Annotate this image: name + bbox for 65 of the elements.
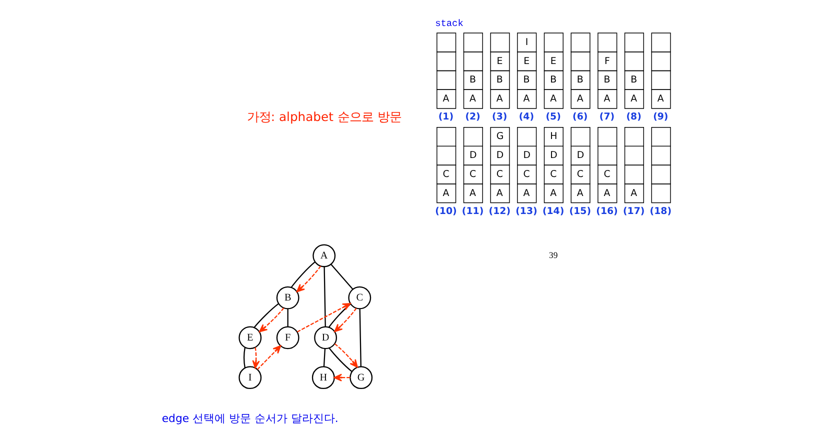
label: (5)	[545, 112, 560, 123]
label: A	[603, 188, 610, 199]
label: A	[496, 94, 502, 105]
label: H	[550, 131, 557, 142]
label: A	[550, 188, 556, 199]
label: (4)	[518, 112, 534, 123]
label: C	[550, 168, 556, 180]
label: A	[603, 94, 610, 105]
label: A	[442, 188, 449, 199]
label: A	[576, 94, 583, 105]
label: (11)	[461, 206, 484, 217]
label: (10)	[434, 206, 456, 217]
label: B	[550, 74, 556, 86]
label: (8)	[626, 112, 641, 123]
label: A	[442, 94, 449, 105]
label: 39	[548, 250, 558, 260]
label: D	[550, 150, 557, 162]
label: E	[496, 56, 502, 67]
label: C	[496, 168, 502, 180]
label: B	[576, 74, 583, 86]
label: D	[576, 150, 584, 162]
label: (3)	[492, 112, 507, 123]
label: (14)	[542, 206, 564, 217]
label: A	[496, 188, 502, 199]
label: (6)	[572, 112, 588, 123]
label: (9)	[652, 112, 668, 123]
label: (16)	[596, 206, 618, 217]
label: F	[604, 56, 610, 67]
label: stack	[434, 18, 463, 30]
label: (18)	[649, 206, 672, 217]
label: C	[469, 168, 476, 180]
label: A	[522, 94, 530, 105]
label: E	[523, 56, 530, 67]
label: A	[576, 188, 583, 199]
label: (13)	[515, 206, 537, 217]
label: (15)	[568, 206, 591, 217]
label: B	[496, 74, 502, 86]
label: B	[603, 74, 610, 86]
label: (7)	[598, 112, 614, 123]
label: G	[496, 131, 504, 142]
label: C	[522, 168, 530, 180]
label: C	[603, 168, 610, 180]
label: (1)	[438, 112, 454, 123]
label: 가정: alphabet 순으로 방문	[246, 110, 401, 124]
label: (12)	[488, 206, 510, 217]
label: D	[496, 150, 504, 162]
label: (17)	[622, 206, 644, 217]
label: A	[522, 188, 530, 199]
label: I	[524, 36, 528, 48]
label: A	[630, 94, 637, 105]
label: B	[630, 74, 637, 86]
label: D	[522, 150, 530, 162]
label: B	[522, 74, 530, 86]
label: D	[469, 150, 476, 162]
label: edge 선택에 방문 순서가 달라진다.	[161, 412, 338, 426]
label: A	[630, 188, 637, 199]
label: (2)	[464, 112, 480, 123]
label: C	[576, 168, 584, 180]
label: A	[469, 188, 476, 199]
label: B	[469, 74, 476, 86]
label: A	[469, 94, 476, 105]
label: C	[442, 168, 449, 180]
label: A	[656, 94, 664, 105]
label: A	[550, 94, 556, 105]
label: E	[550, 56, 556, 67]
